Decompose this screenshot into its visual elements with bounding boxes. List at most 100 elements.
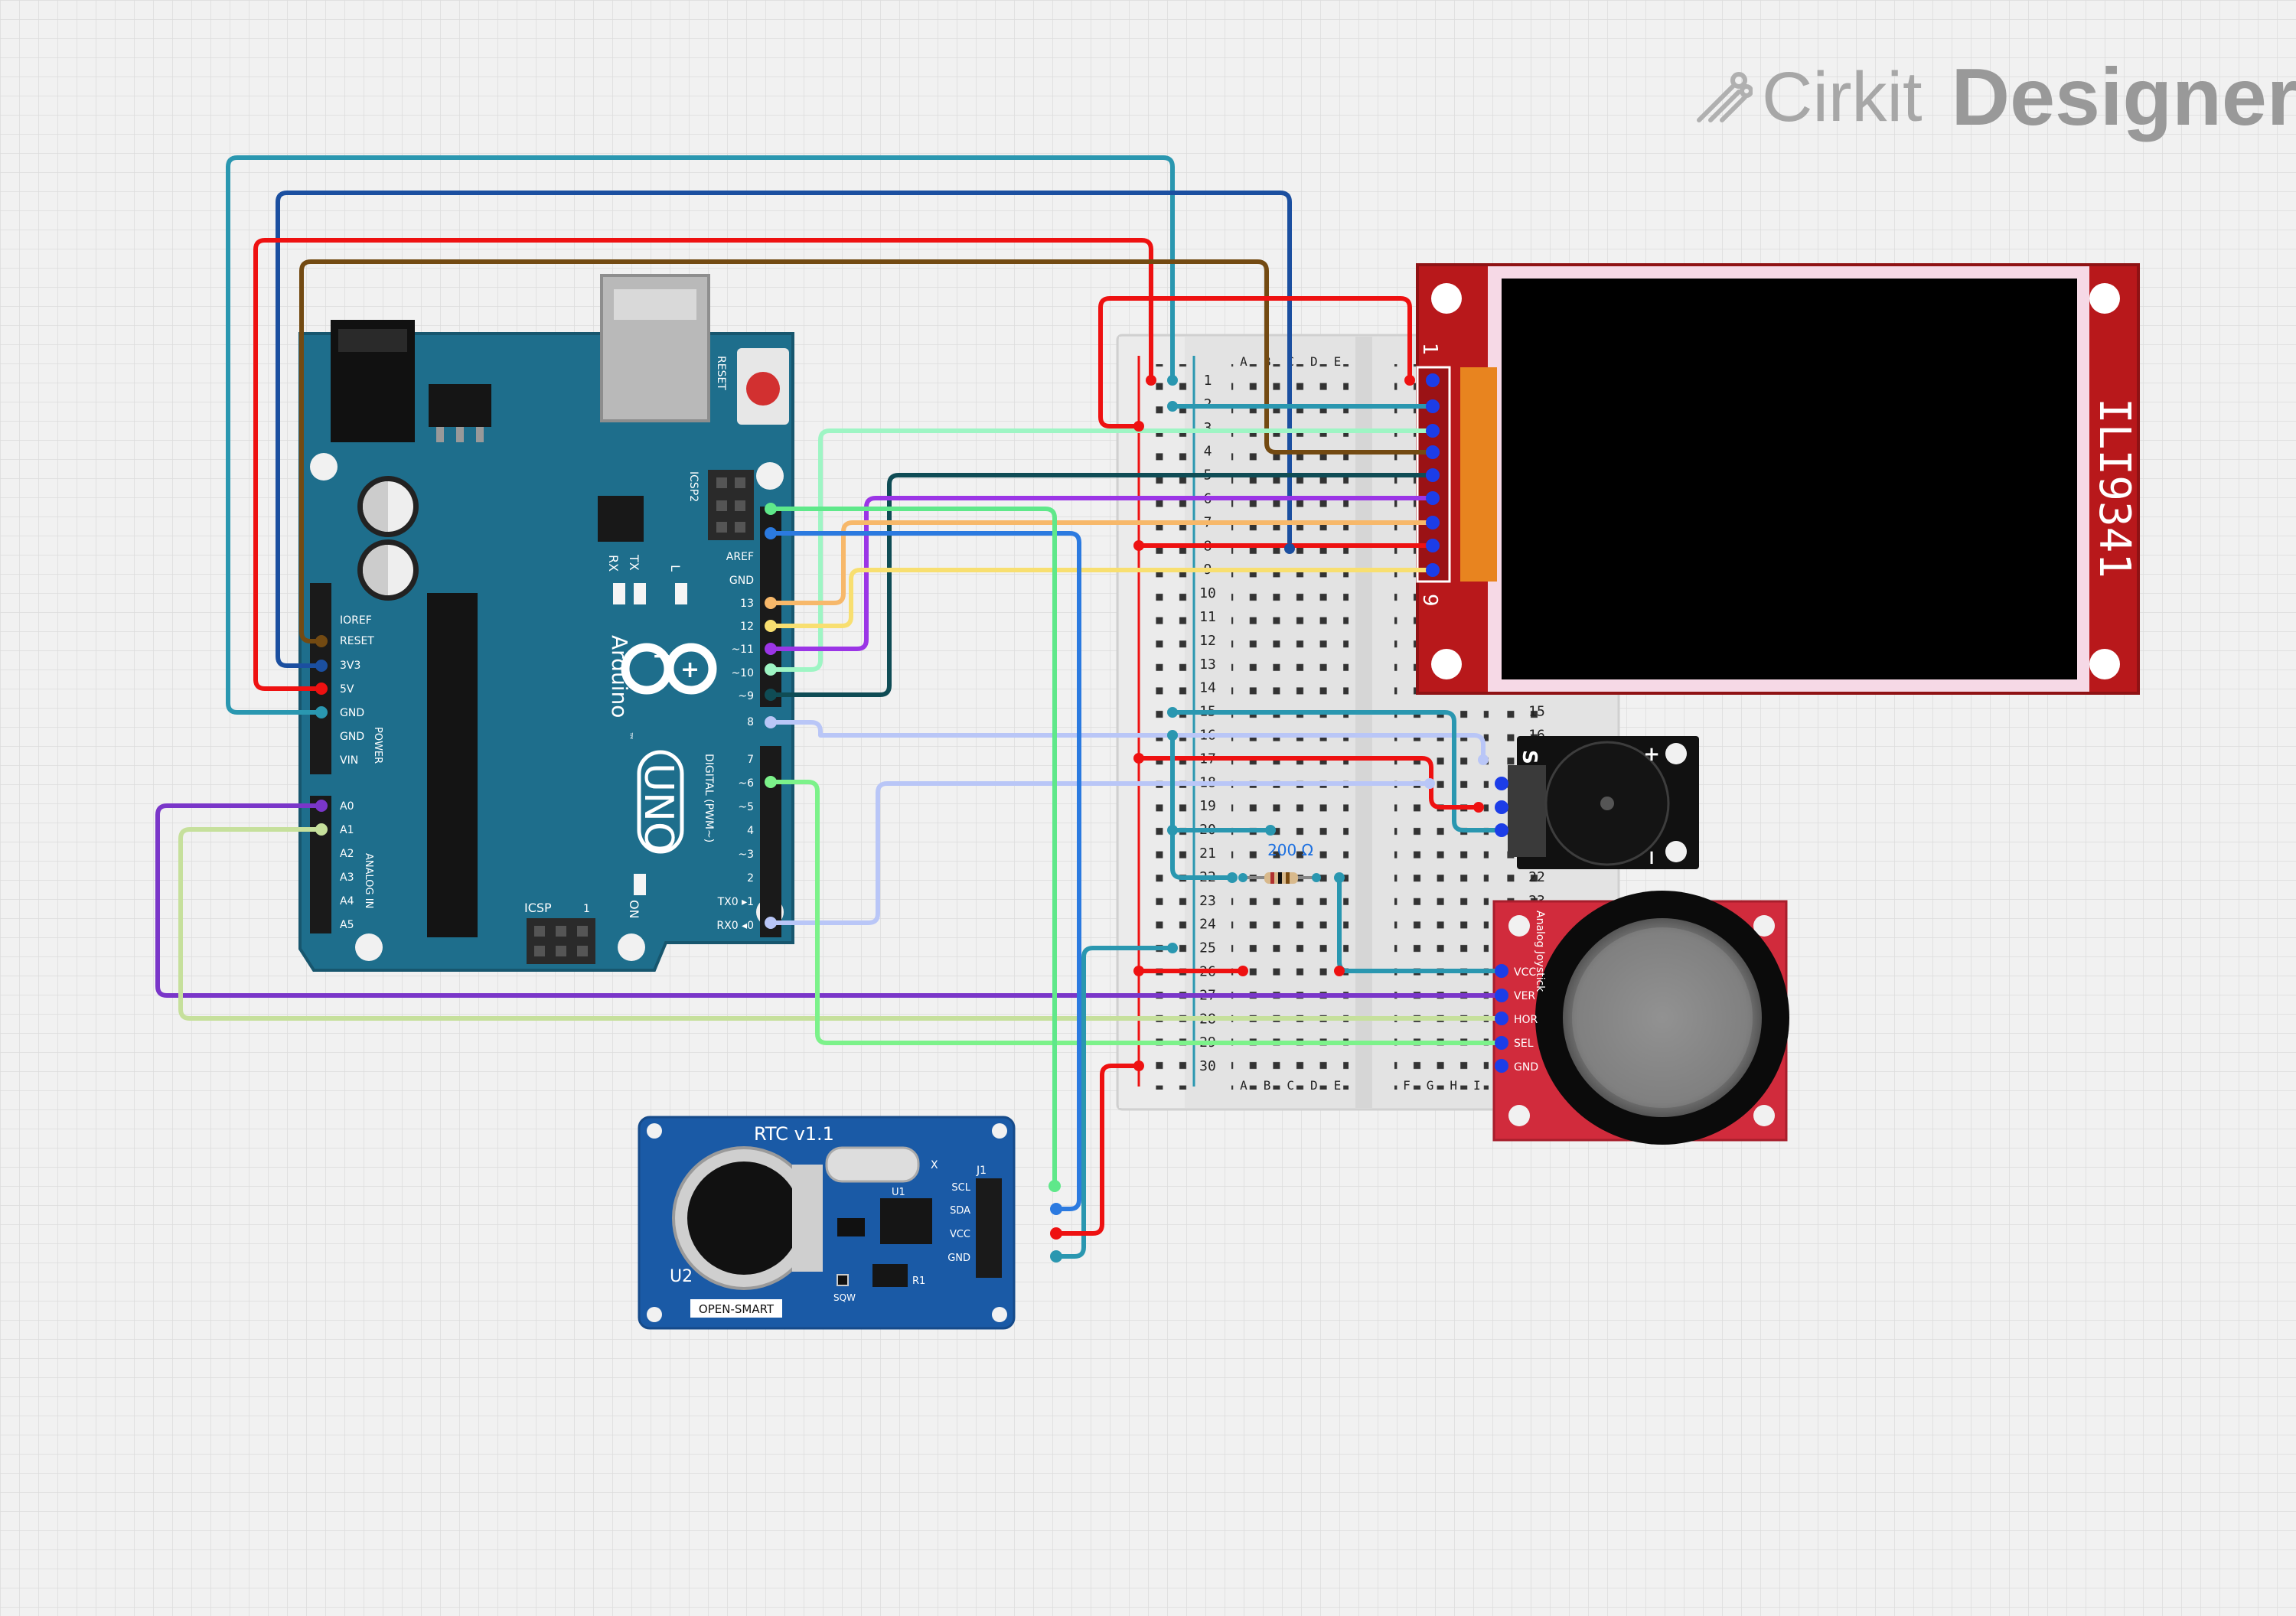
wire bbox=[299, 259, 1432, 643]
power-label: POWER bbox=[372, 727, 383, 764]
cirkit-wordmark: Cirkit bbox=[1762, 57, 1923, 136]
breadboard-row-label: 11 bbox=[1199, 609, 1216, 625]
rtc-header bbox=[976, 1178, 1002, 1278]
pin-label-gnd-d: GND bbox=[729, 575, 754, 587]
pin-label-a4: A4 bbox=[340, 895, 354, 907]
wire bbox=[768, 520, 1432, 605]
rtc-u1-label: U1 bbox=[892, 1187, 905, 1198]
joystick-pin-sel: SEL bbox=[1514, 1038, 1534, 1050]
pin-label-11: ~11 bbox=[731, 643, 754, 656]
rtc-brand: OPEN-SMART bbox=[699, 1302, 775, 1316]
wires bbox=[155, 155, 1504, 1259]
display-pin-header bbox=[1426, 373, 1440, 577]
display-pin9-label: 9 bbox=[1418, 594, 1441, 607]
crystal bbox=[825, 1146, 920, 1183]
rtc-u2-label: U2 bbox=[670, 1267, 693, 1286]
pin-label-4: 4 bbox=[747, 825, 754, 837]
breadboard-column-label: F bbox=[1403, 1078, 1411, 1093]
rtc-pin-sda: SDA bbox=[950, 1205, 970, 1217]
pin-label-a3: A3 bbox=[340, 872, 354, 884]
atmega-chip bbox=[427, 593, 478, 937]
pin-label-a5: A5 bbox=[340, 919, 354, 931]
pin-label-13: 13 bbox=[740, 598, 754, 610]
reset-label: RESET bbox=[715, 356, 727, 390]
breadboard-column-label: H bbox=[1450, 1078, 1457, 1093]
icsp-pin1-label: 1 bbox=[583, 903, 590, 915]
breadboard-row-label: 21 bbox=[1199, 845, 1216, 862]
pin-label-8: 8 bbox=[747, 716, 754, 728]
rtc-r1-label: R1 bbox=[912, 1276, 925, 1287]
uno-badge bbox=[637, 750, 684, 854]
mounting-hole bbox=[756, 462, 784, 490]
breadboard-column-label: E bbox=[1334, 354, 1342, 369]
wire bbox=[1170, 733, 1234, 880]
icsp2-label: ICSP2 bbox=[687, 471, 700, 502]
breadboard-column-label: B bbox=[1264, 1078, 1271, 1093]
pin-label-a2: A2 bbox=[340, 848, 354, 860]
buzzer-pin-header bbox=[1495, 777, 1508, 837]
wire bbox=[1170, 710, 1504, 832]
rtc-sqw-label: SQW bbox=[833, 1292, 856, 1303]
wire bbox=[253, 238, 1153, 691]
wire bbox=[226, 155, 1175, 715]
pin-label-7: 7 bbox=[747, 754, 754, 766]
l-label: L bbox=[668, 565, 683, 572]
breadboard-row-label: 13 bbox=[1199, 656, 1216, 673]
chip bbox=[598, 496, 644, 542]
breadboard-row-label: 22 bbox=[1528, 869, 1545, 885]
designer-wordmark: Designer bbox=[1951, 51, 2296, 142]
breadboard-row-label: 24 bbox=[1199, 917, 1216, 933]
breadboard-row-label: 19 bbox=[1199, 798, 1216, 814]
pin-label-5: ~5 bbox=[738, 801, 754, 813]
wire bbox=[178, 827, 1504, 1021]
pin-label-gnd: GND bbox=[340, 731, 364, 743]
pin-label-12: 12 bbox=[740, 621, 754, 633]
ili9341-display[interactable] bbox=[1416, 263, 2140, 695]
pin-label-3: ~3 bbox=[738, 849, 754, 861]
cirkit-logo-icon bbox=[1697, 72, 1753, 122]
breadboard-column-label: D bbox=[1310, 1078, 1318, 1093]
digital-label: DIGITAL (PWM~) bbox=[703, 754, 715, 842]
pin-label-tx1: TX0 ▸1 bbox=[717, 896, 754, 908]
joystick-pin-gnd: GND bbox=[1514, 1061, 1538, 1074]
arduino-infinity-logo bbox=[621, 643, 717, 695]
lcd-screen bbox=[1502, 279, 2077, 679]
pin-label-2: 2 bbox=[747, 872, 754, 885]
wire bbox=[276, 191, 1292, 668]
joystick-pin-header bbox=[1495, 964, 1508, 1073]
buzzer-plus-label: + bbox=[1640, 746, 1663, 763]
rtc-chip bbox=[880, 1198, 932, 1244]
wire bbox=[768, 720, 1486, 762]
voltage-regulator bbox=[429, 384, 491, 427]
buzzer-s-label: S bbox=[1518, 750, 1541, 764]
resistor bbox=[1238, 872, 1321, 884]
breadboard-column-label: C bbox=[1287, 1078, 1294, 1093]
breadboard-row-label: 14 bbox=[1199, 680, 1216, 696]
wire bbox=[768, 568, 1432, 628]
pin-label-vin: VIN bbox=[340, 754, 358, 767]
joystick-pin-vcc: VCC bbox=[1514, 966, 1536, 979]
rx-label: RX bbox=[606, 555, 621, 572]
wire bbox=[155, 803, 1504, 998]
breadboard-row-label: 12 bbox=[1199, 633, 1216, 649]
wire bbox=[768, 780, 1504, 1045]
rx-led bbox=[613, 583, 625, 604]
arduino-uno[interactable]: − + bbox=[298, 274, 794, 972]
rtc-module[interactable] bbox=[638, 1116, 1016, 1330]
wire bbox=[768, 531, 1081, 1211]
buzzer-module[interactable] bbox=[1508, 736, 1699, 869]
joystick-title: Analog Joystick bbox=[1534, 911, 1546, 992]
pin-label-a1: A1 bbox=[340, 824, 354, 836]
analog-joystick[interactable] bbox=[1492, 891, 1789, 1145]
mounting-hole bbox=[355, 933, 383, 961]
rtc-title: RTC v1.1 bbox=[754, 1123, 834, 1145]
wire bbox=[768, 428, 1432, 672]
breadboard-column-label: D bbox=[1310, 354, 1318, 369]
arduino-power-header bbox=[310, 583, 331, 933]
wire bbox=[1054, 1064, 1141, 1236]
breadboard-row-label: 25 bbox=[1199, 940, 1216, 956]
breadboard-row-label: 23 bbox=[1199, 893, 1216, 909]
icsp-label: ICSP bbox=[524, 901, 552, 915]
pin-label-aref: AREF bbox=[726, 551, 754, 563]
